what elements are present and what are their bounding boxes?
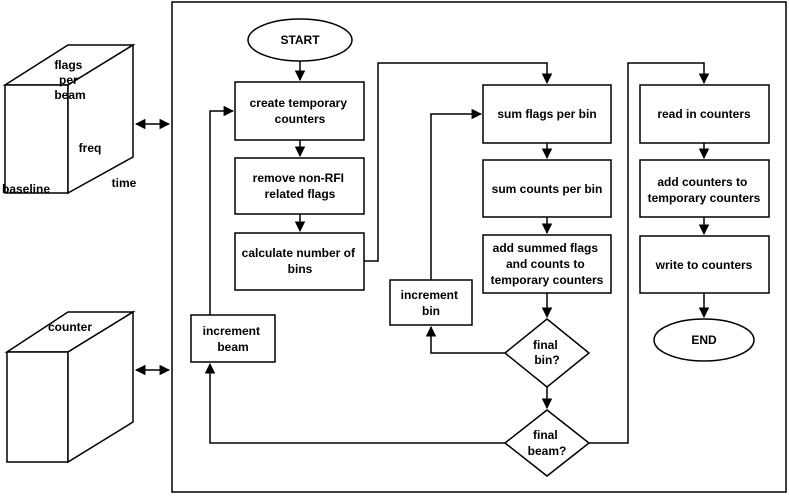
flags-cube-left-label: baseline [2, 182, 50, 196]
svg-text:flags per beam: flags per beam [54, 58, 85, 102]
increment-beam-line2: beam [217, 340, 248, 354]
create-temp-line1: create temporary [250, 96, 348, 110]
final-beam-decision [503, 409, 591, 477]
end-label: END [691, 333, 717, 347]
counter-cube-top-label: counter [48, 320, 92, 334]
sum-counts-node [482, 159, 612, 218]
counter-cube-left [6, 351, 69, 463]
svg-text:create temporary counters: create temporary counters [250, 96, 351, 126]
increment-bin-line2: bin [422, 304, 440, 318]
add-summed-line1: add summed flags [493, 241, 599, 255]
flags-cube-top-line3: beam [54, 88, 85, 102]
arrow-incbin-to-sumflags [430, 108, 483, 280]
add-summed-line2: and counts to [506, 257, 585, 271]
create-temp-node [234, 81, 365, 141]
flags-cube-top-line2: per [59, 73, 78, 87]
increment-bin-node [389, 279, 473, 326]
write-counters-label: write to counters [655, 258, 753, 272]
remove-nonrfi-line2: related flags [265, 187, 336, 201]
svg-text:remove non-RFI related fla: remove non-RFI related flags [253, 171, 348, 201]
add-counters-line1: add counters to [657, 175, 747, 189]
svg-text:increment beam: increment beam [203, 324, 264, 354]
increment-beam-line1: increment [203, 324, 260, 338]
counter-cube-right [67, 310, 134, 464]
end-node [653, 318, 755, 362]
flags-cube-front-label: freq [79, 141, 102, 155]
sum-counts-label: sum counts per bin [492, 182, 603, 196]
svg-text:final beam?: final beam? [528, 428, 567, 458]
remove-nonrfi-node [234, 157, 365, 215]
write-counters-node [639, 235, 770, 294]
counter-cube: counter [4, 310, 136, 464]
arrow-finalbeam-no-to-incbeam [204, 362, 505, 444]
calc-bins-line2: bins [288, 262, 313, 276]
final-beam-line1: final [533, 428, 558, 442]
flags-cube-right [67, 43, 134, 195]
sum-flags-label: sum flags per bin [497, 107, 596, 121]
final-bin-line2: bin? [534, 353, 559, 367]
sum-flags-node [482, 84, 612, 144]
svg-text:calculate number of bins: calculate number of bins [242, 246, 359, 276]
final-beam-line2: beam? [528, 444, 567, 458]
arrow-calc-to-sumflags [364, 62, 553, 262]
start-label: START [280, 33, 320, 47]
final-bin-line1: final [533, 338, 558, 352]
svg-text:add counters to temporary: add counters to temporary counters [648, 175, 761, 205]
add-summed-node [482, 234, 612, 294]
svg-text:add summed flags and count: add summed flags and counts to temporary… [491, 241, 604, 287]
create-temp-line2: counters [275, 112, 326, 126]
flags-cube-right-label: time [112, 176, 137, 190]
flags-cube: flags per beam freq baseline time [2, 43, 137, 196]
add-summed-line3: temporary counters [491, 273, 604, 287]
calc-bins-line1: calculate number of [242, 246, 356, 260]
arrow-finalbeam-yes-to-read [589, 62, 710, 444]
flags-cube-top-line1: flags [54, 58, 82, 72]
increment-beam-node [190, 314, 276, 363]
svg-text:final bin?: final bin? [533, 338, 561, 367]
calc-bins-node [234, 232, 365, 291]
increment-bin-line1: increment [401, 288, 458, 302]
remove-nonrfi-line1: remove non-RFI [253, 171, 344, 185]
add-counters-line2: temporary counters [648, 191, 761, 205]
read-counters-label: read in counters [657, 107, 751, 121]
svg-text:increment bin: increment bin [401, 288, 462, 318]
arrow-beam-loop-to-create [209, 105, 235, 315]
arrow-finalbin-no-to-incbin [425, 325, 505, 354]
